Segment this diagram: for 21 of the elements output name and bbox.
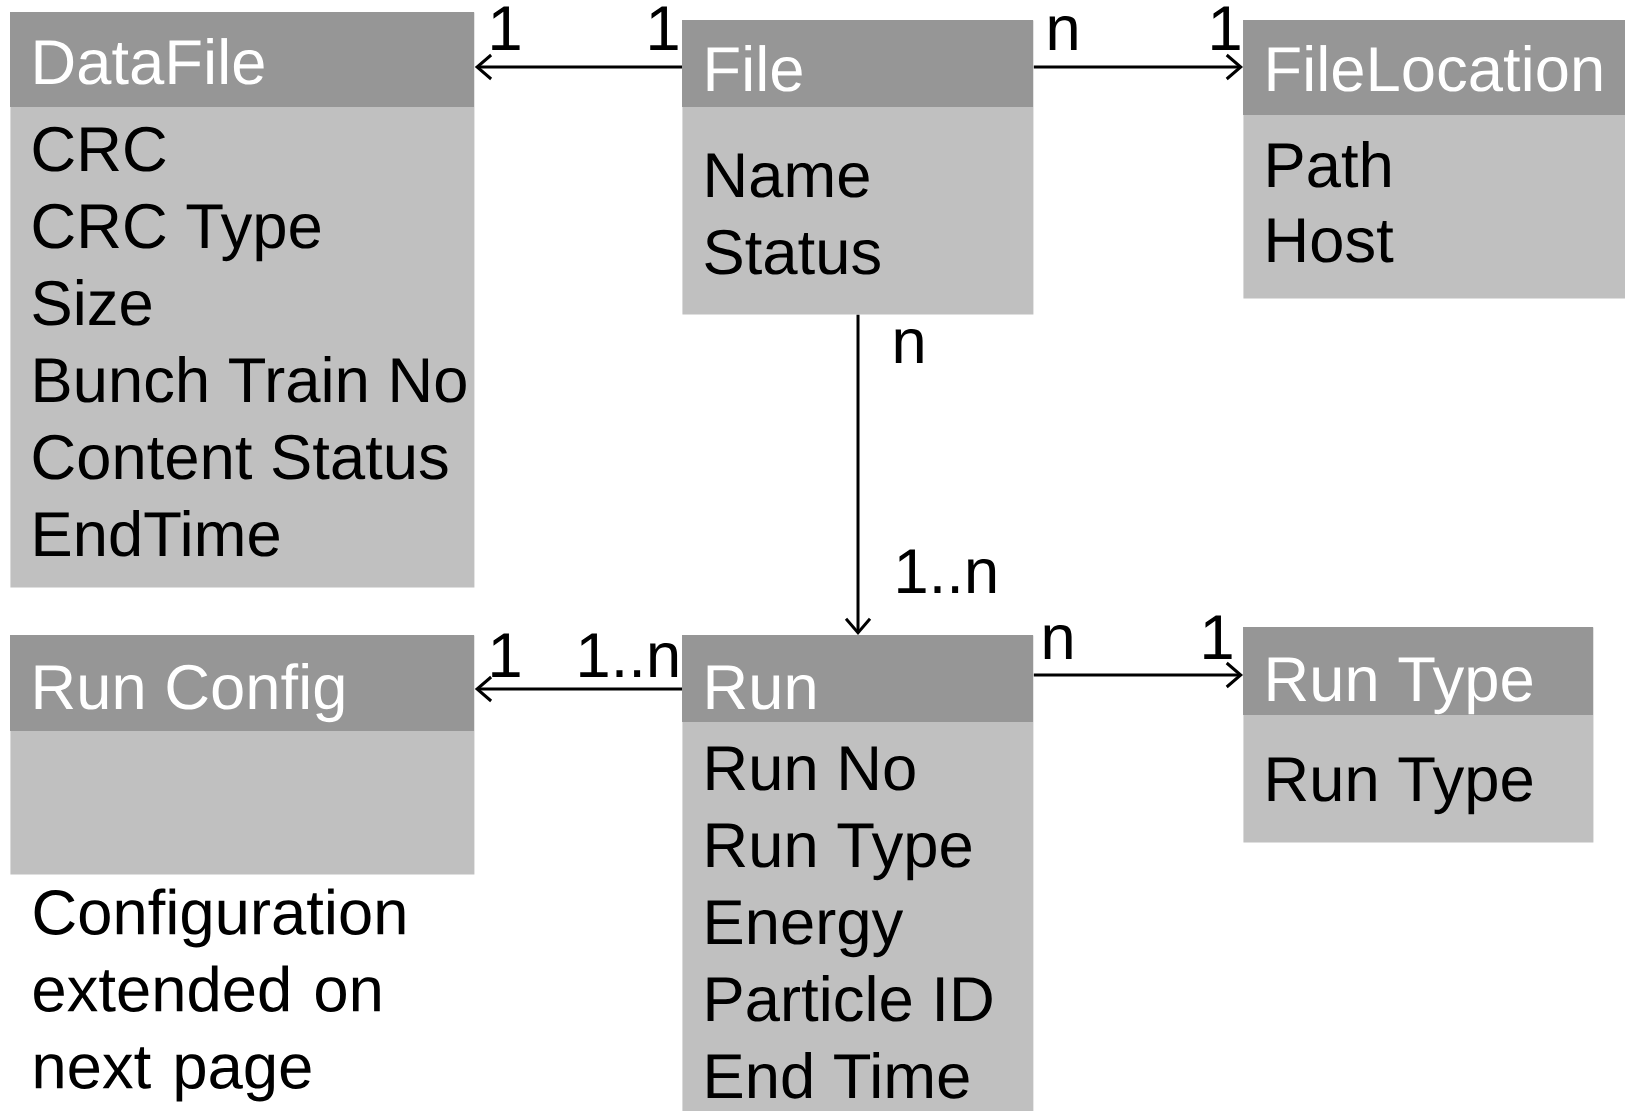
multiplicity-label: 1 <box>1204 615 1232 659</box>
multiplicity-label: 1 <box>492 633 520 677</box>
entity-box: Run Config <box>10 635 475 875</box>
arrow <box>844 314 872 635</box>
entity-box: DataFile CRC CRC Type Size Bunch Train No Content Status EndTime <box>10 12 475 588</box>
multiplicity-label: 1..n <box>580 633 678 677</box>
entity-box: Run Type Run Type <box>1243 627 1594 843</box>
arrow <box>1033 53 1244 81</box>
arrow <box>474 675 682 703</box>
multiplicity-label: n <box>1049 15 1077 50</box>
multiplicity-label: n <box>1044 624 1072 659</box>
arrow <box>474 53 682 81</box>
entity-box: File Name Status <box>682 20 1034 315</box>
multiplicity-label: 1..n <box>898 549 996 593</box>
multiplicity-label: 1 <box>492 6 520 50</box>
multiplicity-label: 1 <box>650 6 678 50</box>
multiplicity-label: n <box>895 328 923 363</box>
arrow <box>1033 661 1244 689</box>
multiplicity-label: 1 <box>1212 6 1240 50</box>
entity-box: FileLocation Path Host <box>1243 20 1625 299</box>
entity-box: Run Run No Run Type Energy Particle ID End Time <box>682 635 1034 1111</box>
